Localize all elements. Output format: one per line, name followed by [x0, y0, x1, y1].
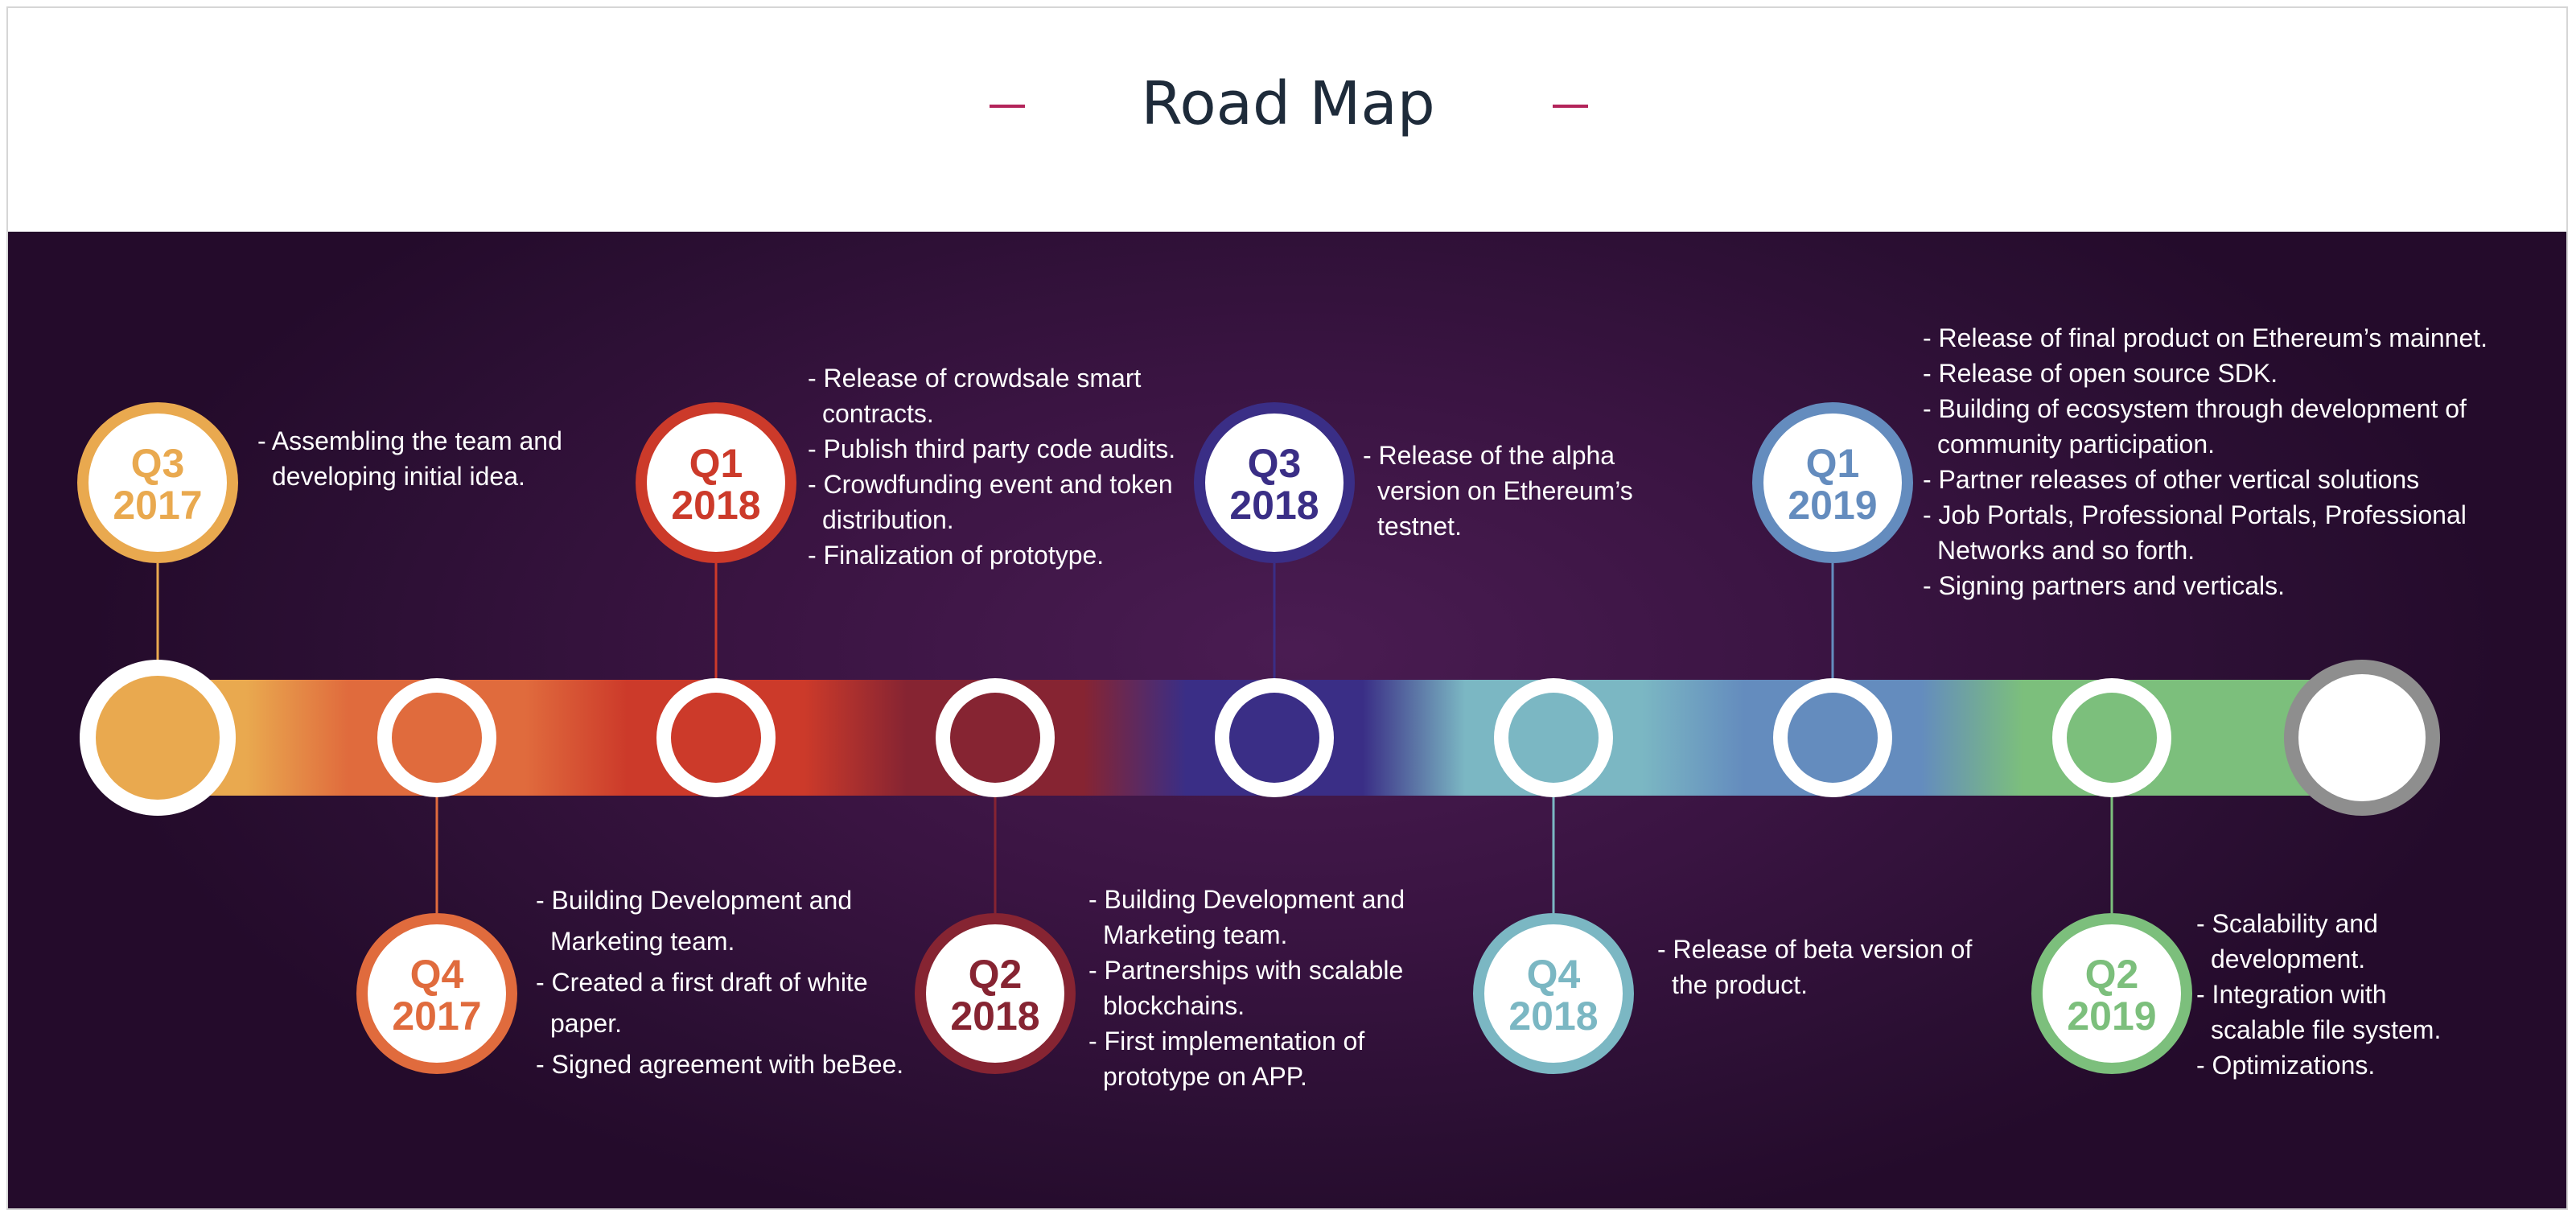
milestone-note: Created a first draft of white paper. — [536, 962, 922, 1044]
milestone-note: Crowdfunding event and token distributio… — [808, 467, 1186, 537]
timeline-node — [96, 676, 220, 800]
milestone-note: Scalability and development. — [2196, 906, 2486, 977]
timeline-graphic — [80, 563, 2440, 913]
title-dash-left — [990, 105, 1025, 108]
milestone-quarter: Q1 — [1805, 441, 1860, 486]
milestone-quarter: Q4 — [409, 952, 464, 997]
milestone-note: Partnerships with scalable blockchains. — [1088, 953, 1426, 1023]
roadmap-panel: Q32017Assembling the team and developing… — [8, 232, 2566, 1208]
milestone-note: Partner releases of other vertical solut… — [1923, 462, 2502, 497]
milestone-quarter: Q3 — [130, 441, 185, 486]
milestone-note: Optimizations. — [2196, 1047, 2486, 1083]
milestone-note: Building Development and Marketing team. — [536, 880, 922, 962]
header — [8, 8, 2566, 232]
milestone-note: Release of crowdsale smart contracts. — [808, 360, 1186, 431]
milestone-notes: Building Development and Marketing team.… — [1088, 882, 1426, 1094]
page-title: Road Map — [1141, 69, 1435, 138]
milestone-note: Building of ecosystem through developmen… — [1923, 391, 2502, 462]
milestone-note: Integration with scalable file system. — [2196, 977, 2486, 1047]
milestone-note: Release of open source SDK. — [1923, 356, 2502, 391]
milestone-note: Publish third party code audits. — [808, 431, 1186, 467]
milestone-year: 2019 — [1788, 483, 1878, 528]
milestone-note: Release of beta version of the product. — [1657, 932, 1979, 1002]
milestone-notes: Release of beta version of the product. — [1657, 932, 1979, 1002]
timeline-node — [671, 693, 761, 783]
title-dash-right — [1553, 105, 1588, 108]
milestone-quarter: Q2 — [2084, 952, 2139, 997]
milestone-year: 2019 — [2067, 994, 2157, 1039]
milestone-notes: Building Development and Marketing team.… — [536, 880, 922, 1085]
milestone-notes: Release of crowdsale smart contracts.Pub… — [808, 360, 1186, 573]
milestone-quarter: Q2 — [968, 952, 1023, 997]
milestone-year: 2018 — [950, 994, 1040, 1039]
timeline-node — [2067, 693, 2157, 783]
milestone-quarter: Q1 — [689, 441, 743, 486]
milestone-quarter: Q4 — [1526, 952, 1581, 997]
milestone-note: Signing partners and verticals. — [1923, 568, 2502, 603]
milestone-notes: Assembling the team and developing initi… — [257, 423, 603, 494]
timeline-node — [1229, 693, 1319, 783]
milestone-year: 2018 — [1229, 483, 1319, 528]
milestone-note: Release of final product on Ethereum’s m… — [1923, 320, 2502, 356]
timeline-node — [1508, 693, 1599, 783]
timeline-end-node — [2298, 674, 2426, 801]
milestone-note: Release of the alpha version on Ethereum… — [1363, 438, 1701, 544]
milestone-note: First implementation of prototype on APP… — [1088, 1023, 1426, 1094]
timeline-node — [1788, 693, 1878, 783]
milestone-year: 2018 — [671, 483, 761, 528]
milestone-year: 2017 — [113, 483, 203, 528]
milestone-note: Job Portals, Professional Portals, Profe… — [1923, 497, 2502, 568]
milestone-notes: Release of final product on Ethereum’s m… — [1923, 320, 2502, 603]
milestone-year: 2017 — [392, 994, 482, 1039]
milestone-note: Assembling the team and developing initi… — [257, 423, 603, 494]
milestone-note: Signed agreement with beBee. — [536, 1044, 922, 1085]
milestone-note: Finalization of prototype. — [808, 537, 1186, 573]
milestone-quarter: Q3 — [1247, 441, 1302, 486]
milestone-notes: Release of the alpha version on Ethereum… — [1363, 438, 1701, 544]
timeline-node — [950, 693, 1040, 783]
timeline-node — [392, 693, 482, 783]
milestone-notes: Scalability and development.Integration … — [2196, 906, 2486, 1083]
milestone-year: 2018 — [1508, 994, 1599, 1039]
milestone-note: Building Development and Marketing team. — [1088, 882, 1426, 953]
